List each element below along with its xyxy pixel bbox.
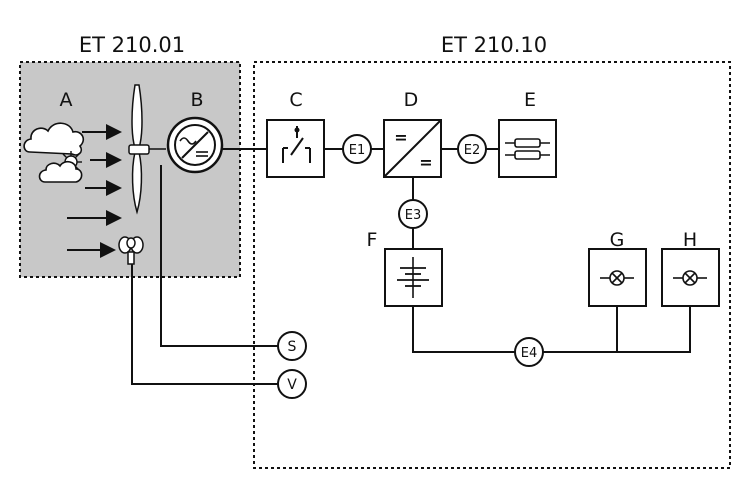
converter-bottom-symbol: = — [419, 153, 432, 172]
anemometer-icon — [118, 236, 144, 265]
cloud-icon — [23, 122, 85, 156]
meter-e2: E2 — [457, 134, 487, 164]
meter-e4: E4 — [514, 337, 544, 367]
right-unit-title: ET 210.10 — [441, 33, 547, 57]
meter-e2-label: E2 — [464, 143, 481, 158]
wind-turbine-rotor — [128, 84, 166, 215]
switch-c — [266, 119, 325, 178]
small-cloud-icon — [38, 160, 83, 183]
wind-arrows — [67, 124, 122, 258]
label-f: F — [367, 229, 378, 251]
meter-v-label: V — [287, 377, 297, 393]
wiring — [131, 148, 691, 385]
meter-e1: E1 — [342, 134, 372, 164]
label-d: D — [404, 89, 419, 111]
meter-e1-label: E1 — [349, 143, 366, 158]
label-e: E — [524, 89, 536, 111]
label-g: G — [610, 229, 625, 251]
left-unit-title: ET 210.01 — [79, 33, 185, 57]
meter-e3: E3 — [398, 199, 428, 229]
meter-s: S — [277, 331, 307, 361]
meter-s-label: S — [288, 339, 297, 355]
converter-top-symbol: = — [394, 128, 407, 147]
meter-e3-label: E3 — [405, 208, 422, 223]
lamp-g — [588, 248, 647, 307]
meter-e4-label: E4 — [521, 346, 538, 361]
lamp-h — [661, 248, 720, 307]
resistor-load-e — [498, 119, 557, 178]
label-c: C — [289, 89, 302, 111]
converter-d: = = — [383, 119, 442, 178]
meter-v: V — [277, 369, 307, 399]
label-b: B — [190, 89, 203, 111]
generator-b — [166, 116, 224, 174]
electrical-module-box — [253, 61, 731, 469]
label-a: A — [60, 89, 73, 111]
battery-f — [384, 248, 443, 307]
label-h: H — [683, 229, 697, 251]
